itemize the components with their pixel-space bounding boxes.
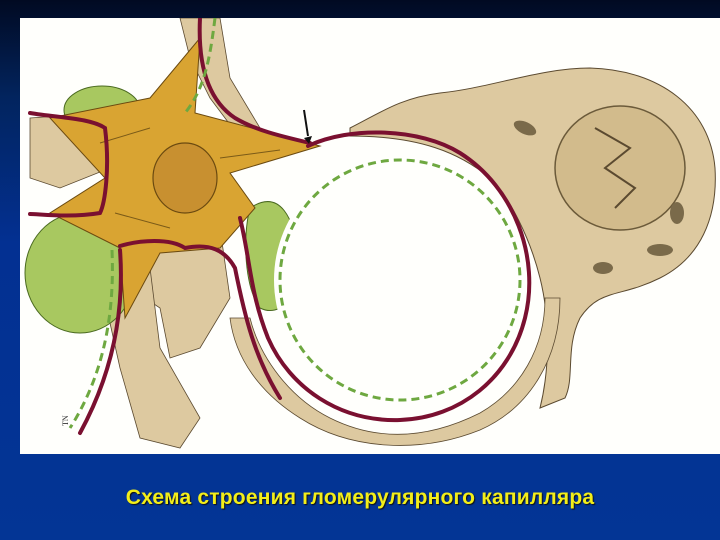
- figure-panel: TN: [20, 18, 720, 454]
- capillary-lumen: [274, 154, 526, 406]
- podocyte: [349, 67, 716, 409]
- pointer-arrow: [303, 109, 312, 144]
- podocyte-nucleus: [554, 105, 686, 231]
- slide-caption: Схема строения гломерулярного капилляра: [125, 486, 595, 509]
- basement-membrane: [28, 18, 532, 435]
- mesangial-cell: [48, 36, 322, 320]
- fenestrated-endothelium: [68, 18, 522, 429]
- glomerular-capillary-diagram: TN: [24, 18, 716, 449]
- endothelial-cell-nuclei: [24, 85, 299, 334]
- illustrator-mark: TN: [61, 415, 70, 426]
